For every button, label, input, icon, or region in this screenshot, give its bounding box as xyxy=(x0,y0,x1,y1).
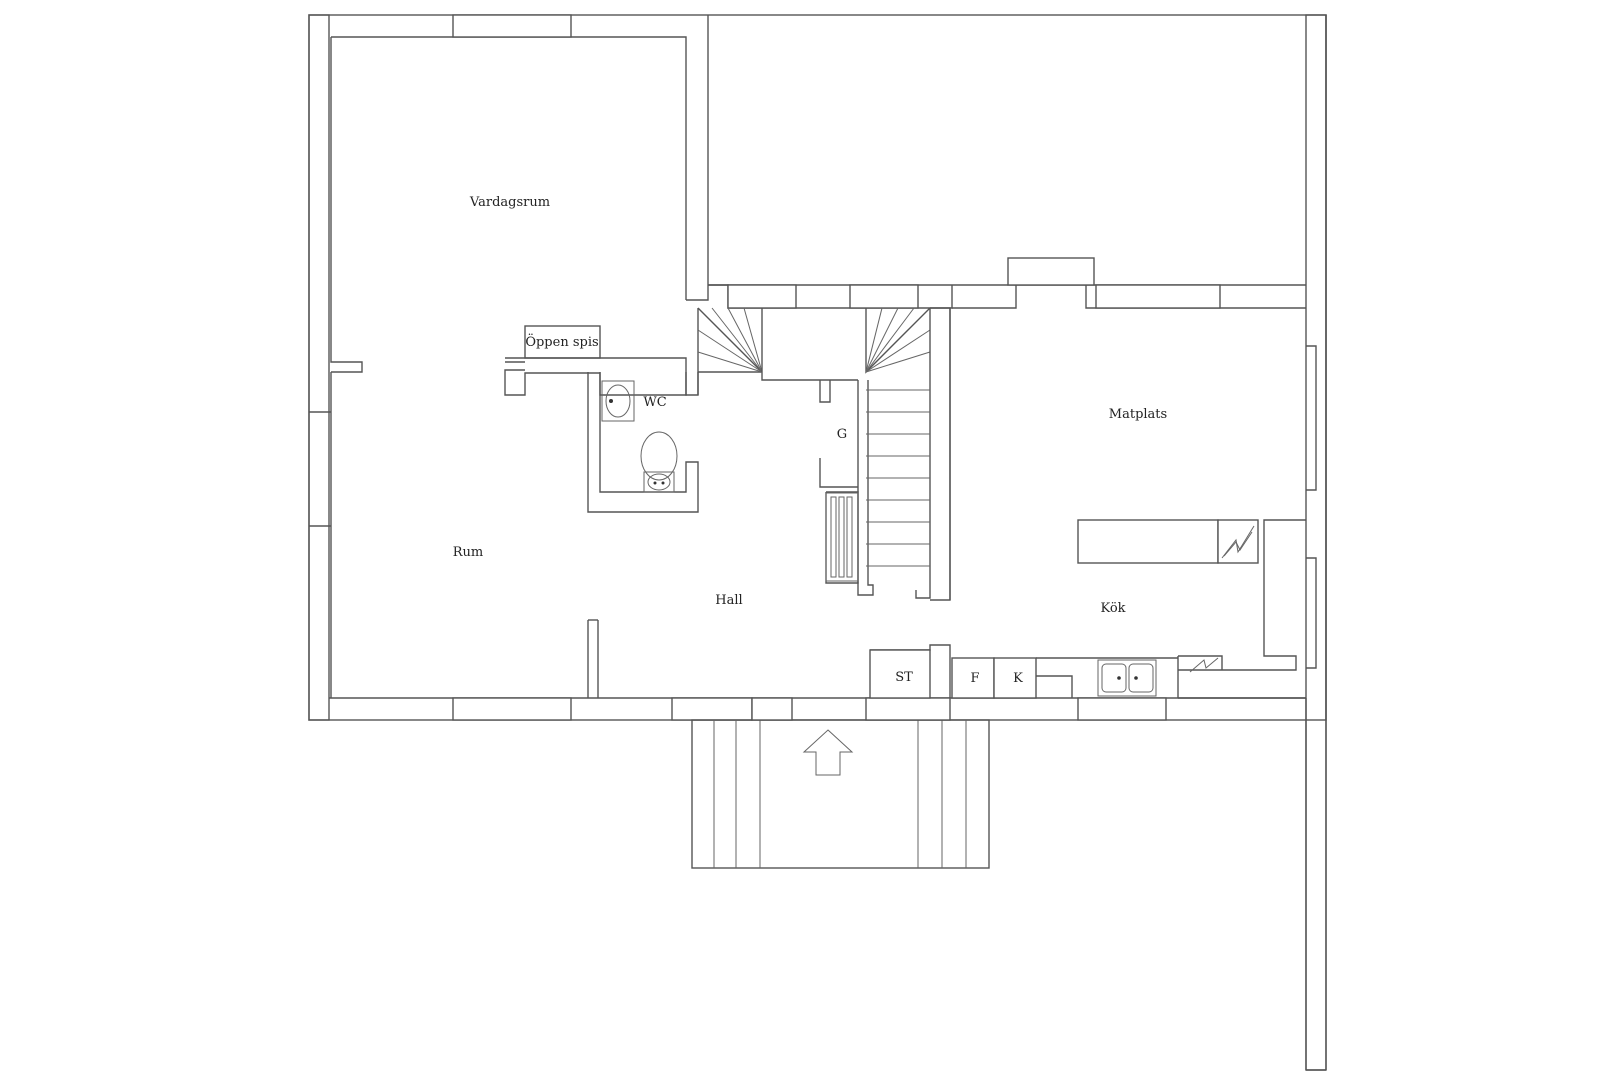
room-label-rum: Rum xyxy=(453,545,484,560)
right-extension xyxy=(1305,15,1327,1071)
label-k: K xyxy=(1013,671,1023,686)
radiator-icon xyxy=(825,492,859,582)
kitchen-sink-icon xyxy=(1097,659,1157,697)
room-label-kok: Kök xyxy=(1100,601,1125,616)
vardagsrum-walls xyxy=(330,14,709,373)
rum-walls xyxy=(309,372,753,721)
room-label-hall: Hall xyxy=(715,593,742,608)
fireplace xyxy=(504,325,687,396)
entrance-arrow-icon xyxy=(802,729,854,776)
label-oppen-spis: Öppen spis xyxy=(525,333,598,350)
entry-porch xyxy=(691,697,990,869)
toilet-icon xyxy=(640,431,678,493)
room-label-g: G xyxy=(837,427,847,442)
room-label-wc: WC xyxy=(643,395,666,410)
kitchen-walls xyxy=(949,308,1317,699)
upper-right-block xyxy=(708,257,1306,309)
kitchen-counter xyxy=(869,644,1178,721)
label-f: F xyxy=(970,671,979,686)
room-label-matplats: Matplats xyxy=(1109,407,1167,422)
room-label-vardagsrum: Vardagsrum xyxy=(469,195,550,210)
label-st: ST xyxy=(895,670,913,685)
staircase xyxy=(697,307,951,601)
wc-walls xyxy=(587,372,699,513)
sink-icon xyxy=(601,380,635,422)
